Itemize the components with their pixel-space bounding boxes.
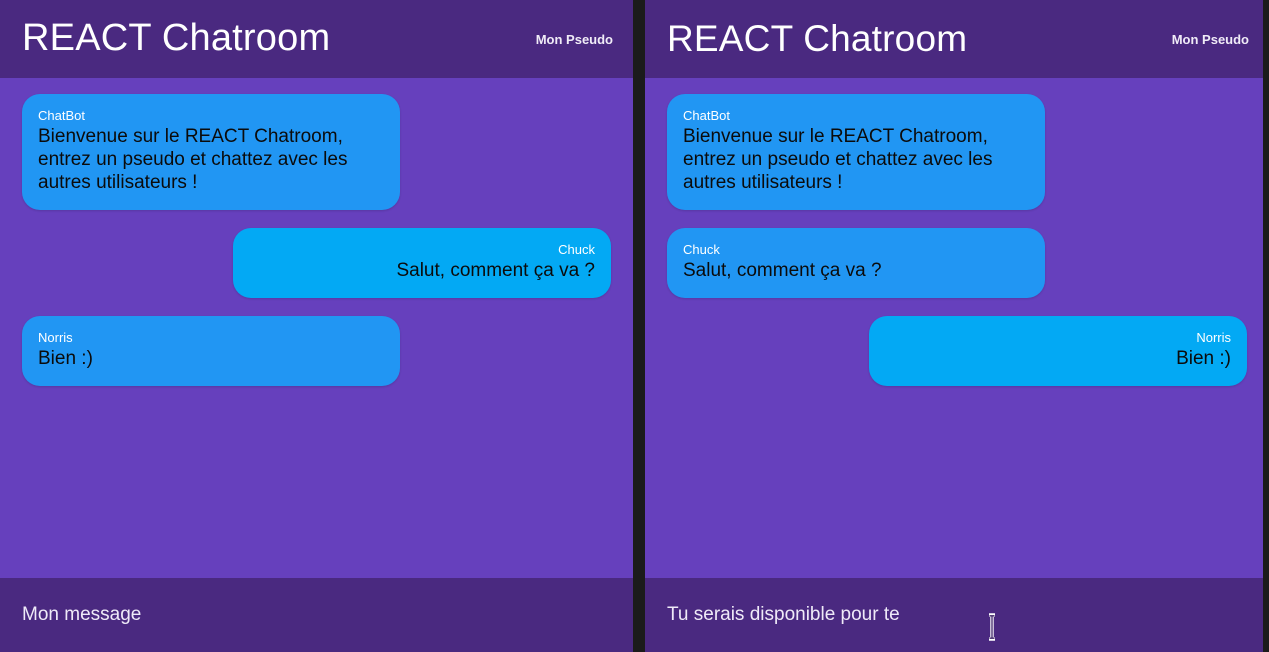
- message-text: Salut, comment ça va ?: [396, 260, 595, 281]
- message-bubble: Norris Bien :): [22, 316, 400, 386]
- message-input[interactable]: [667, 603, 1247, 627]
- message-text: Salut, comment ça va ?: [683, 260, 882, 281]
- message-text: Bienvenue sur le REACT Chatroom, entrez …: [38, 126, 348, 193]
- pseudo-label: Mon Pseudo: [535, 31, 613, 47]
- chat-header-right: REACT Chatroom Mon Pseudo: [645, 0, 1269, 78]
- message-bubble: Chuck Salut, comment ça va ?: [233, 228, 611, 298]
- message-bubble: ChatBot Bienvenue sur le REACT Chatroom,…: [22, 94, 400, 210]
- message-author: ChatBot: [38, 108, 85, 123]
- page-title: REACT Chatroom: [22, 17, 331, 60]
- message-row: Norris Bien :): [22, 316, 611, 386]
- message-list-left[interactable]: ChatBot Bienvenue sur le REACT Chatroom,…: [0, 78, 633, 578]
- message-author: ChatBot: [683, 108, 730, 123]
- message-bubble: Norris Bien :): [869, 316, 1247, 386]
- message-author: Norris: [38, 330, 73, 345]
- chat-header-left: REACT Chatroom Mon Pseudo: [0, 0, 633, 78]
- message-text: Bienvenue sur le REACT Chatroom, entrez …: [683, 126, 993, 193]
- chat-pane-right: REACT Chatroom Mon Pseudo ChatBot Bienve…: [645, 0, 1269, 652]
- message-author: Chuck: [683, 242, 720, 257]
- message-author: Chuck: [558, 242, 595, 257]
- message-row: Chuck Salut, comment ça va ?: [22, 228, 611, 298]
- message-row: ChatBot Bienvenue sur le REACT Chatroom,…: [22, 94, 611, 210]
- message-text: Bien :): [1176, 348, 1231, 369]
- window-edge-strip: [1263, 0, 1269, 652]
- message-row: ChatBot Bienvenue sur le REACT Chatroom,…: [667, 94, 1247, 210]
- message-input[interactable]: [22, 603, 611, 627]
- message-list-right[interactable]: ChatBot Bienvenue sur le REACT Chatroom,…: [645, 78, 1269, 578]
- chat-pane-left: REACT Chatroom Mon Pseudo ChatBot Bienve…: [0, 0, 633, 652]
- composer-left[interactable]: [0, 578, 633, 652]
- page-title: REACT Chatroom: [667, 17, 968, 59]
- message-author: Norris: [1196, 330, 1231, 345]
- composer-right[interactable]: [645, 578, 1269, 652]
- message-text: Bien :): [38, 348, 93, 369]
- pseudo-label: Mon Pseudo: [1171, 31, 1249, 47]
- message-row: Norris Bien :): [667, 316, 1247, 386]
- message-bubble: ChatBot Bienvenue sur le REACT Chatroom,…: [667, 94, 1045, 210]
- message-row: Chuck Salut, comment ça va ?: [667, 228, 1247, 298]
- message-bubble: Chuck Salut, comment ça va ?: [667, 228, 1045, 298]
- pane-divider: [633, 0, 645, 652]
